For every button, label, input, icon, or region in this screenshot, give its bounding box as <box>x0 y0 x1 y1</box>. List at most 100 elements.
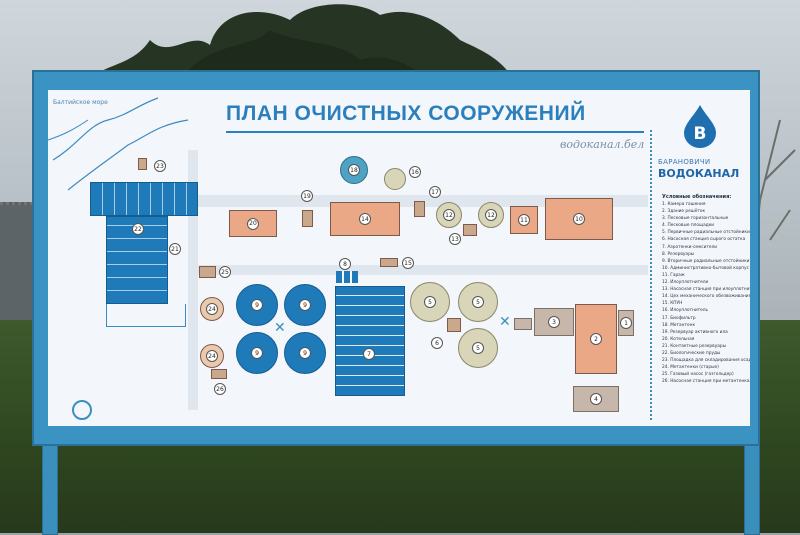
website-label: водоканал.бел <box>560 138 645 151</box>
sand-platform: 4 <box>573 386 619 412</box>
marker-20: 20 <box>247 217 259 230</box>
marker-21: 21 <box>169 243 181 255</box>
legend-item: 19. Резервуар активного ила <box>662 329 728 335</box>
marker-14: 14 <box>359 213 371 225</box>
legend-item: 9. Вторичные радиальные отстойники <box>662 258 750 264</box>
legend-item: 25. Газовый насос (газгольдер) <box>662 372 734 378</box>
biological-pond <box>90 182 198 216</box>
plan-board: Балтийское море ПЛАН ОЧИСТНЫХ СООРУЖЕНИЙ… <box>48 90 750 426</box>
secondary-clarifier: 9 <box>284 332 326 374</box>
legend-item: 6. Насосная станция сырого остатка <box>662 237 746 243</box>
river-lines <box>48 97 189 191</box>
legend-item: 20. Котельная <box>662 336 695 342</box>
page-title: ПЛАН ОЧИСТНЫХ СООРУЖЕНИЙ <box>226 102 586 125</box>
sludge-thickener: 12 <box>436 202 462 228</box>
legend-item: 18. Метантенк <box>662 322 696 328</box>
legend-item: 2. Здание решёток <box>662 209 706 215</box>
marker-7: 7 <box>363 348 375 360</box>
dewatering-workshop: 14 <box>330 202 400 236</box>
marker-26: 26 <box>214 383 226 395</box>
legend-item: 13. Насосная станция при илоуплотнителях <box>662 287 750 293</box>
secondary-clarifier: 9 <box>236 284 278 326</box>
marker-12: 12 <box>443 209 455 221</box>
thickener-pump-station <box>463 224 477 236</box>
gas-holder <box>199 266 216 278</box>
legend-item: 23. Площадка для складирования осадка <box>662 358 750 364</box>
marker-8: 8 <box>339 258 351 270</box>
bare-tree <box>744 119 796 300</box>
logo-city: БАРАНОВИЧИ <box>658 158 711 166</box>
marker-24: 24 <box>206 303 218 315</box>
kpun <box>380 258 398 267</box>
marker-5: 5 <box>472 342 484 354</box>
divider <box>650 130 652 420</box>
marker-3: 3 <box>548 316 560 328</box>
marker-18: 18 <box>348 164 360 176</box>
methane-tank: 18 <box>340 156 368 184</box>
title-underline <box>226 131 644 133</box>
cross-mark-icon: ✕ <box>499 314 511 330</box>
legend-item: 17. Биофильтр <box>662 315 696 321</box>
sludge-thickener <box>384 168 406 190</box>
boiler-house: 20 <box>229 210 277 237</box>
legend-item: 3. Песковые горизонтальные <box>662 216 729 222</box>
marker-19: 19 <box>301 190 313 202</box>
legend-item: 22. Биологические пруды <box>662 350 721 356</box>
legend-item: 5. Первичные радиальные отстойники <box>662 230 750 236</box>
primary-clarifier: 5 <box>458 328 498 368</box>
legend-item: 15. КПУН <box>662 301 683 307</box>
marker-11: 11 <box>518 214 530 226</box>
raw-sludge-pump-station <box>447 318 461 332</box>
legend-item: 11. Гараж <box>662 272 685 278</box>
marker-16: 16 <box>409 166 421 178</box>
road <box>198 265 648 275</box>
sludge-thickener: 12 <box>478 202 504 228</box>
marker-9: 9 <box>251 299 263 311</box>
marker-10: 10 <box>573 213 585 225</box>
svg-text:В: В <box>694 124 707 144</box>
water-drop-logo-icon: В <box>684 105 716 148</box>
marker-1: 1 <box>620 317 632 329</box>
legend-item: 12. Илоуплотнители <box>662 280 709 286</box>
marker-5: 5 <box>472 296 484 308</box>
road <box>188 150 198 410</box>
marker-24: 24 <box>206 350 218 362</box>
pipeline <box>106 304 186 327</box>
marker-2: 2 <box>590 333 602 345</box>
reservoirs <box>336 271 358 283</box>
legend-item: 10. Административно-бытовой корпус <box>662 265 749 271</box>
legend-item: 1. Камера гашения <box>662 202 706 207</box>
primary-clarifier: 5 <box>410 282 450 322</box>
legend-item: 4. Песковые площадки <box>662 223 715 229</box>
legend-item: 14. Цех механического обезвоживания <box>662 294 750 300</box>
marker-17: 17 <box>429 186 441 198</box>
legend-item: 8. Резервуары <box>662 251 695 257</box>
gear-icon <box>72 400 92 420</box>
marker-9: 9 <box>299 299 311 311</box>
legend-item: 21. Контактные резервуары <box>662 343 726 349</box>
logo-name: ВОДОКАНАЛ <box>658 167 740 180</box>
sand-trap <box>514 318 532 330</box>
legend-item: 16. Илоуплотнитель <box>662 308 709 314</box>
marker-9: 9 <box>251 347 263 359</box>
marker-4: 4 <box>590 393 602 405</box>
sludge-site <box>138 158 147 170</box>
marker-13: 13 <box>449 233 461 245</box>
sand-trap: 3 <box>534 308 574 336</box>
activated-sludge-tank <box>302 210 313 227</box>
primary-clarifier: 5 <box>458 282 498 322</box>
cross-mark-icon: ✕ <box>274 320 286 336</box>
secondary-clarifier: 9 <box>236 332 278 374</box>
biofilter <box>414 201 425 217</box>
marker-23: 23 <box>154 160 166 172</box>
marker-15: 15 <box>402 257 414 269</box>
marker-22: 22 <box>132 223 144 235</box>
legend-item: 24. Метантенки (старые) <box>662 365 719 371</box>
marker-9: 9 <box>299 347 311 359</box>
secondary-clarifier: 9 <box>284 284 326 326</box>
marker-25: 25 <box>219 266 231 278</box>
methane-pump-station <box>211 369 227 379</box>
screen-building: 2 <box>575 304 617 374</box>
legend-item: 7. Аэротенки-смесители <box>662 244 718 250</box>
